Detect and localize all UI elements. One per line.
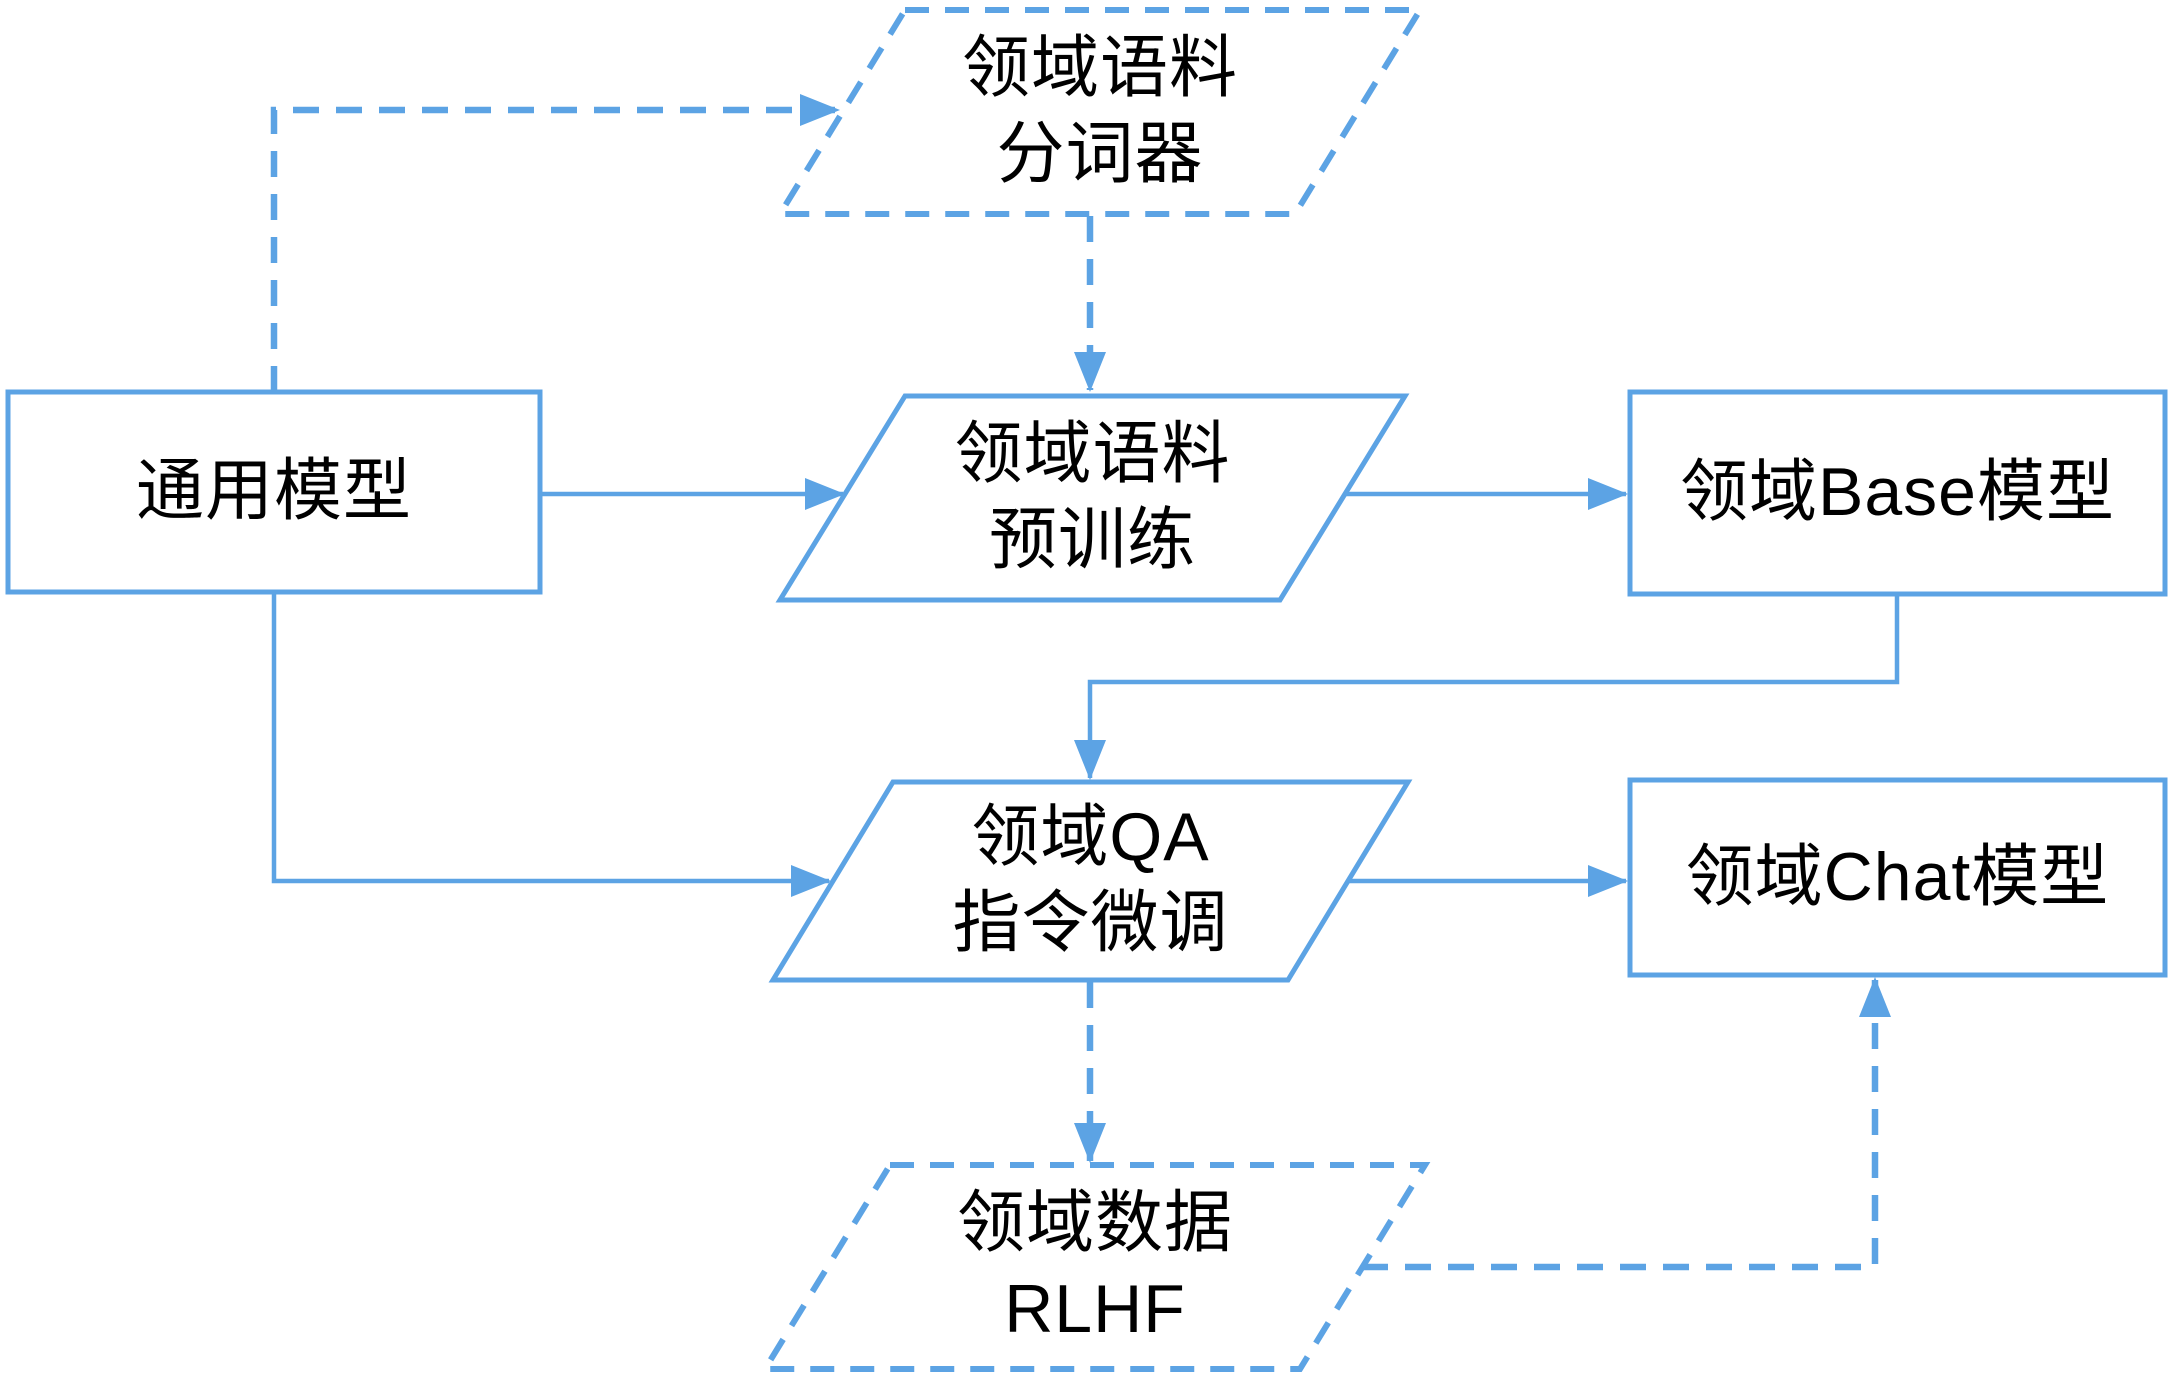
general-model-line1: 通用模型 [135, 453, 412, 530]
pretrain-line1: 领域语料 [954, 416, 1231, 493]
edge-rlhf-to-chat [1362, 977, 1891, 1271]
tokenizer-line2: 分词器 [996, 116, 1204, 192]
node-chat-model-shape [1627, 777, 2168, 978]
edge-general-to-qa [271, 592, 831, 897]
edge-base-to-qa [1074, 594, 1900, 780]
node-pretrain-shape [775, 393, 1410, 603]
node-qa-finetune-label: 领域QA 指令微调 [773, 782, 1408, 980]
rlhf-line1: 领域数据 [956, 1185, 1233, 1262]
chat-model-line1: 领域Chat模型 [1685, 838, 2110, 915]
node-general-model-shape [5, 389, 543, 595]
edge-general-to-tokenizer [270, 94, 840, 392]
pretrain-line2: 预训练 [988, 502, 1196, 578]
node-base-model-shape [1627, 389, 2168, 597]
node-tokenizer-label: 领域语料 分词器 [780, 10, 1420, 214]
node-general-model-label: 通用模型 [8, 392, 540, 592]
node-chat-model-label: 领域Chat模型 [1630, 780, 2165, 975]
node-pretrain-label: 领域语料 预训练 [780, 396, 1405, 600]
node-rlhf-label: 领域数据 RLHF [765, 1165, 1425, 1369]
qa-finetune-line2: 指令微调 [952, 885, 1229, 961]
base-model-line1: 领域Base模型 [1680, 454, 2115, 531]
rlhf-line2: RLHF [1004, 1271, 1186, 1347]
tokenizer-line1: 领域语料 [961, 30, 1238, 107]
qa-finetune-line1: 领域QA [971, 799, 1210, 876]
node-base-model-label: 领域Base模型 [1630, 392, 2165, 594]
node-rlhf-shape [759, 1162, 1431, 1372]
node-tokenizer-shape [774, 7, 1426, 217]
node-qa-finetune-shape [768, 779, 1413, 983]
